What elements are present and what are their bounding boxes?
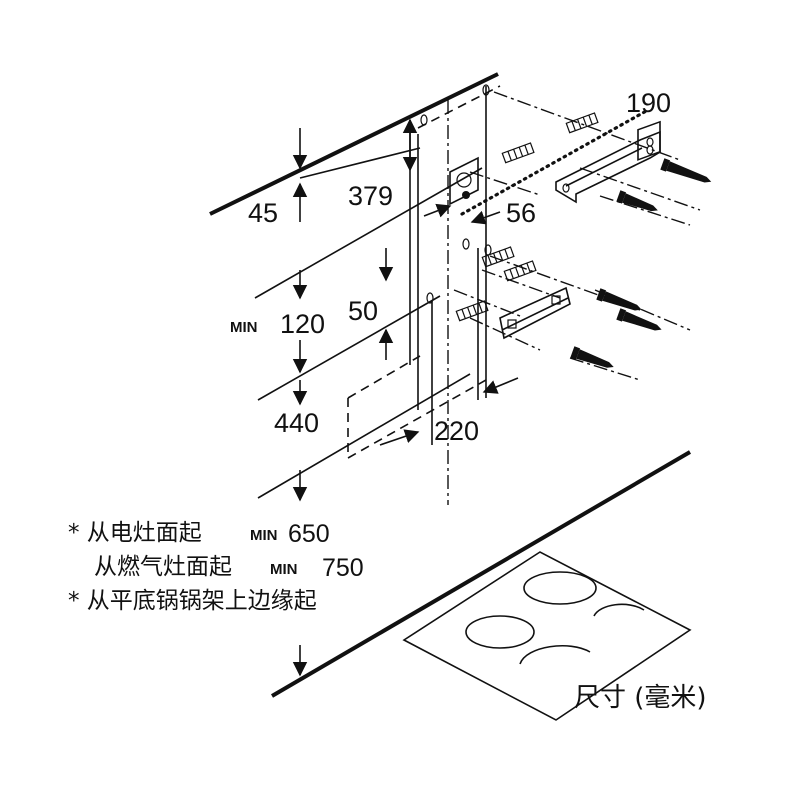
mounting-holes (420, 84, 492, 304)
dotted-guide (460, 108, 650, 216)
horizontal-dimension-arrows (379, 203, 519, 446)
note-line-1-value: 650 (288, 520, 330, 548)
cooktop (402, 551, 692, 721)
lower-bracket (499, 286, 571, 340)
dim-440: 440 (274, 408, 319, 438)
screws (570, 158, 712, 368)
dim-190: 190 (626, 88, 671, 118)
worktop-line (270, 450, 692, 698)
duct-plate (449, 156, 479, 206)
note-line-3: * 从平底锅锅架上边缘起 (68, 588, 317, 614)
reference-lines (409, 86, 487, 505)
note-line-2: 从燃气灶面起 (94, 554, 232, 580)
wall-plugs (455, 112, 599, 322)
ceiling-line (209, 72, 499, 216)
dim-45: 45 (248, 198, 278, 228)
dim-379: 379 (348, 181, 393, 211)
min-label-120: MIN (230, 319, 258, 336)
hood-outline (347, 85, 501, 460)
note-line-2-min: MIN (270, 561, 298, 578)
dim-50: 50 (348, 296, 378, 326)
dim-56: 56 (506, 198, 536, 228)
drill-axes (453, 91, 701, 381)
dim-220: 220 (434, 416, 479, 446)
note-line-2-value: 750 (322, 554, 364, 582)
unit-label: 尺寸 (毫米) (574, 683, 707, 713)
note-line-1-min: MIN (250, 527, 278, 544)
upper-bracket (555, 120, 661, 204)
dim-120: 120 (280, 309, 325, 339)
note-line-1: * 从电灶面起 (68, 520, 202, 546)
